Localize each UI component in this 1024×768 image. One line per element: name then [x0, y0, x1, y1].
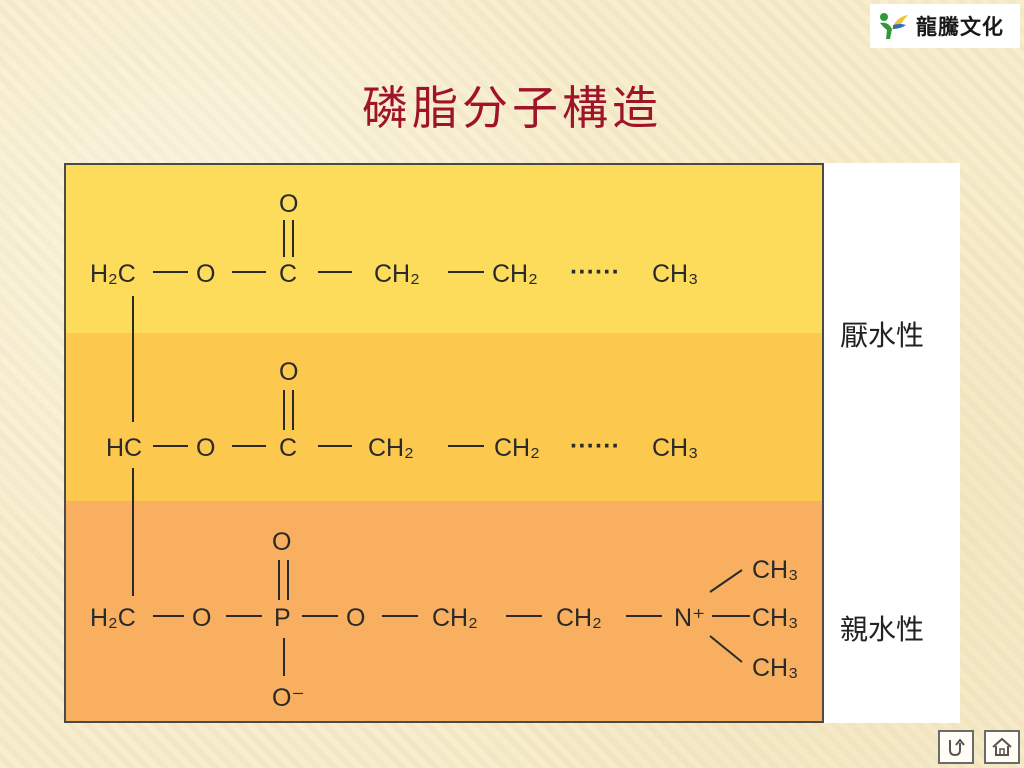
label-hydrophilic: 親水性: [840, 613, 925, 646]
page-title: 磷脂分子構造: [362, 81, 662, 135]
band-hydrophobic-lower: [66, 333, 822, 501]
row3-top-oxygen: O: [272, 528, 291, 556]
label-hydrophobic: 厭水性: [840, 319, 925, 352]
home-icon: [992, 737, 1012, 756]
return-button[interactable]: [938, 730, 974, 764]
row1-oxygen: O: [196, 260, 215, 288]
row1-ch3: CH₃: [652, 260, 698, 288]
row2-carbonyl-oxygen: O: [279, 358, 298, 386]
row1-ch2-a: CH₂: [374, 260, 420, 288]
row3-ch3-top: CH₃: [752, 556, 798, 584]
row1-dots: ······: [570, 258, 620, 286]
row2-head: HC: [106, 434, 142, 462]
row3-head: H₂C: [90, 604, 136, 632]
row2-oxygen: O: [196, 434, 215, 462]
band-hydrophobic-upper: [66, 165, 822, 333]
logo: 龍騰文化: [870, 4, 1020, 48]
molecule-panel: [64, 163, 824, 723]
row3-nitrogen: N⁺: [674, 604, 705, 632]
row2-ch2-a: CH₂: [368, 434, 414, 462]
leaf-person-logo-icon: [880, 13, 908, 39]
row2-dots: ······: [570, 432, 620, 460]
row3-ch3-mid: CH₃: [752, 604, 798, 632]
row1-carbonyl-oxygen: O: [279, 190, 298, 218]
band-hydrophilic: [66, 501, 822, 721]
row3-bond-n-bot: [709, 635, 743, 663]
row3-phosphorus: P: [274, 604, 291, 632]
side-label-column: [824, 163, 960, 723]
return-icon: [949, 738, 965, 757]
row2-carbon: C: [279, 434, 297, 462]
row1-carbon: C: [279, 260, 297, 288]
row3-ch3-bot: CH₃: [752, 654, 798, 682]
row1-ch2-b: CH₂: [492, 260, 538, 288]
row3-oxygen-2: O: [346, 604, 365, 632]
row3-bond-n-top: [709, 569, 743, 593]
logo-text: 龍騰文化: [916, 15, 1004, 39]
row3-ch2-a: CH₂: [432, 604, 478, 632]
row2-ch2-b: CH₂: [494, 434, 540, 462]
row2-ch3: CH₃: [652, 434, 698, 462]
row3-oxygen-1: O: [192, 604, 211, 632]
row3-bottom-oxygen: O⁻: [272, 684, 305, 712]
home-button[interactable]: [984, 730, 1020, 764]
row3-ch2-b: CH₂: [556, 604, 602, 632]
row1-head: H₂C: [90, 260, 136, 288]
